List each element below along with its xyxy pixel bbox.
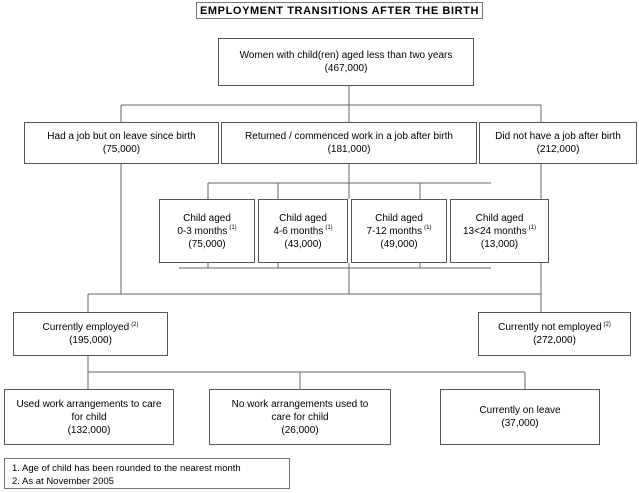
node-no-work-arrangements-value: (26,000): [281, 424, 319, 436]
node-child-aged-7-12-months-label2: 7-12 months(1): [366, 225, 432, 237]
footnote-marker-1: (1): [528, 225, 536, 232]
chart-title-text: EMPLOYMENT TRANSITIONS AFTER THE BIRTH: [199, 4, 480, 17]
node-child-aged-13-24-months-value: (13,000): [480, 238, 519, 250]
footnote-marker-1: (1): [424, 225, 432, 232]
node-no-work-arrangements: No work arrangements used to care for ch…: [209, 389, 391, 445]
chart-title: EMPLOYMENT TRANSITIONS AFTER THE BIRTH: [196, 2, 483, 19]
footnote-item: 2. As at November 2005: [12, 476, 114, 487]
node-currently-employed-value: (195,000): [69, 335, 112, 346]
footnote-marker-1: (1): [229, 225, 237, 232]
node-returned-commenced-work-label: Returned / commenced work in a job after…: [245, 131, 453, 142]
node-root-value: (467,000): [324, 63, 368, 74]
node-child-aged-4-6-months-label2: 4-6 months(1): [273, 225, 333, 237]
node-child-aged-0-3-months-label2: 0-3 months(1): [177, 225, 237, 237]
node-used-work-arrangements: Used work arrangements to care for child…: [4, 389, 174, 445]
footnote-marker-2: (2): [131, 321, 139, 328]
node-child-aged-13-24-months-label1: Child aged: [475, 212, 524, 224]
node-returned-commenced-work-value: (181,000): [327, 144, 371, 155]
footnote-marker-1: (1): [325, 225, 333, 232]
node-had-job-on-leave: Had a job but on leave since birth (75,0…: [24, 122, 219, 164]
node-had-job-on-leave-label: Had a job but on leave since birth: [47, 131, 196, 142]
node-root: Women with child(ren) aged less than two…: [218, 38, 474, 86]
node-did-not-have-job: Did not have a job after birth (212,000): [479, 122, 637, 164]
node-did-not-have-job-value: (212,000): [536, 144, 580, 155]
footnote-marker-2: (2): [603, 321, 611, 328]
node-currently-not-employed: Currently not employed(2) (272,000): [478, 312, 631, 356]
node-child-aged-7-12-months: Child aged 7-12 months(1) (49,000): [351, 199, 447, 263]
node-child-aged-7-12-months-value: (49,000): [380, 238, 418, 250]
node-child-aged-4-6-months-label1: Child aged: [279, 212, 327, 224]
node-currently-not-employed-value: (272,000): [533, 335, 576, 346]
node-child-aged-13-24-months: Child aged 13<24 months(1) (13,000): [450, 199, 549, 263]
node-child-aged-0-3-months-value: (75,000): [188, 238, 226, 250]
node-no-work-arrangements-label2: care for child: [271, 411, 329, 423]
node-no-work-arrangements-label1: No work arrangements used to: [231, 398, 369, 410]
node-child-aged-13-24-months-label2: 13<24 months(1): [462, 225, 536, 237]
node-root-label: Women with child(ren) aged less than two…: [239, 50, 453, 61]
node-used-work-arrangements-label1: Used work arrangements to care: [16, 398, 162, 410]
node-currently-employed: Currently employed(2) (195,000): [13, 312, 168, 356]
footnotes: 1. Age of child has been rounded to the …: [4, 458, 290, 489]
node-currently-on-leave-value: (37,000): [501, 418, 539, 429]
node-currently-not-employed-label: Currently not employed(2): [498, 321, 611, 333]
node-used-work-arrangements-label2: for child: [71, 411, 107, 423]
node-used-work-arrangements-value: (132,000): [67, 424, 111, 436]
node-child-aged-4-6-months-value: (43,000): [284, 238, 322, 250]
node-child-aged-0-3-months: Child aged 0-3 months(1) (75,000): [159, 199, 255, 263]
node-child-aged-4-6-months: Child aged 4-6 months(1) (43,000): [258, 199, 348, 263]
node-child-aged-0-3-months-label1: Child aged: [183, 212, 231, 224]
footnote-item: 1. Age of child has been rounded to the …: [12, 463, 241, 474]
node-currently-on-leave: Currently on leave (37,000): [440, 389, 600, 445]
node-returned-commenced-work: Returned / commenced work in a job after…: [221, 122, 477, 164]
node-did-not-have-job-label: Did not have a job after birth: [495, 131, 621, 142]
node-currently-employed-label: Currently employed(2): [42, 321, 139, 333]
node-child-aged-7-12-months-label1: Child aged: [375, 212, 423, 224]
node-had-job-on-leave-value: (75,000): [102, 144, 141, 155]
node-currently-on-leave-label: Currently on leave: [479, 405, 561, 416]
